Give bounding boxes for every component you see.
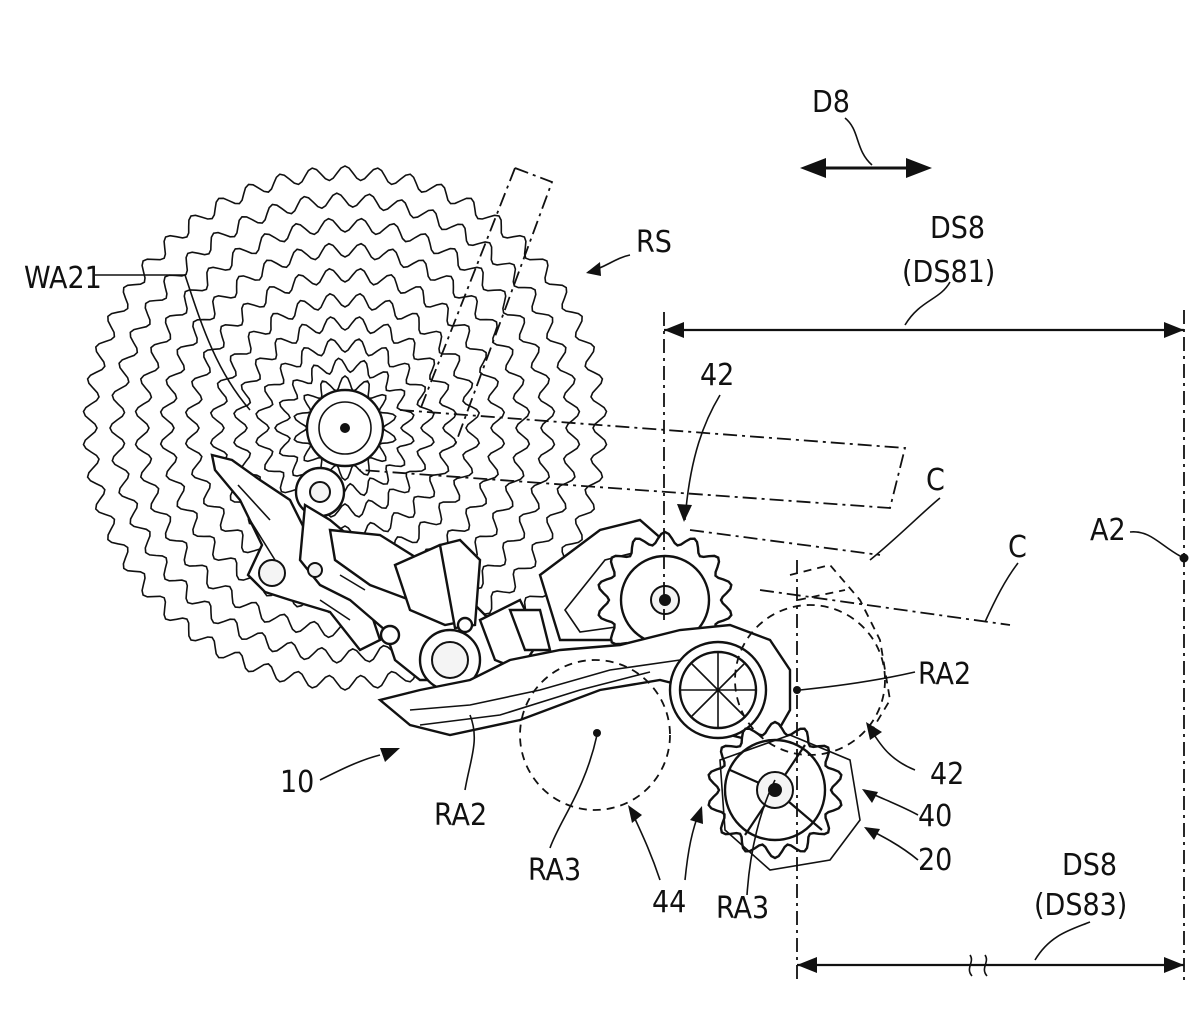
label-42-top: 42 xyxy=(700,358,734,393)
sprocket-ring-9 xyxy=(274,357,415,499)
label-ra2-right: RA2 xyxy=(918,657,971,692)
alternate-position-dashed xyxy=(519,563,891,811)
label-20: 20 xyxy=(918,843,952,878)
sprocket-ring-6 xyxy=(209,292,481,564)
cassette-axle xyxy=(340,423,350,433)
label-40: 40 xyxy=(918,799,952,834)
label-10: 10 xyxy=(280,765,314,800)
label-wa21: WA21 xyxy=(24,261,102,296)
label-a2: A2 xyxy=(1090,513,1126,548)
label-44: 44 xyxy=(652,885,686,920)
sprocket-ring-8 xyxy=(255,338,435,518)
figure-labels: D8 DS8 (DS81) RS WA21 42 C C A2 RA2 RA2 … xyxy=(24,85,1127,926)
direction-arrow-d8 xyxy=(800,117,932,178)
label-ds83: (DS83) xyxy=(1034,888,1127,923)
leader-lines xyxy=(95,254,1019,896)
label-ra3-bottom: RA3 xyxy=(716,891,769,926)
base-member-10 xyxy=(210,453,552,709)
label-ra2-bottom: RA2 xyxy=(434,798,487,833)
frame-outline-dashed xyxy=(359,167,907,509)
label-rs: RS xyxy=(636,225,672,260)
label-42-right: 42 xyxy=(930,757,964,792)
label-ra3-left: RA3 xyxy=(528,853,581,888)
label-ds8-top: DS8 xyxy=(930,211,985,246)
guide-roller-center xyxy=(309,481,331,503)
upper-pulley-axle xyxy=(659,594,671,606)
lower-cage-plate xyxy=(719,734,861,871)
label-d8: D8 xyxy=(812,85,850,120)
label-ds8-bottom: DS8 xyxy=(1062,848,1117,883)
dimension-lines xyxy=(663,281,1189,982)
cassette-hub-inner xyxy=(318,401,372,455)
tension-pulley-lower-40 xyxy=(707,720,861,871)
label-c-upper: C xyxy=(926,463,945,498)
label-c-lower: C xyxy=(1008,530,1027,565)
label-ds81: (DS81) xyxy=(902,255,995,290)
sprocket-ring-7 xyxy=(233,316,457,540)
chain-line-c xyxy=(689,529,1011,626)
chain-guide-link-arm xyxy=(377,623,792,747)
